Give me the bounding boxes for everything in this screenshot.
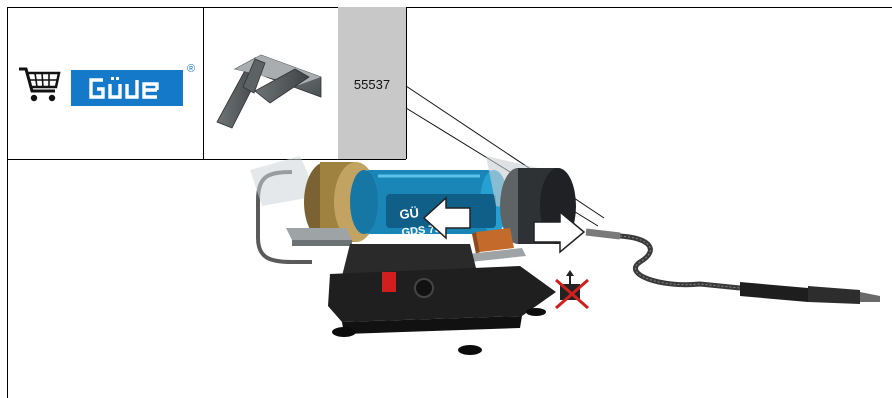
- svg-text:GÜ: GÜ: [399, 205, 420, 222]
- do-not-drop-icon: [556, 270, 588, 308]
- bench-grinder-illustration: GDS 75 GÜ: [240, 140, 890, 370]
